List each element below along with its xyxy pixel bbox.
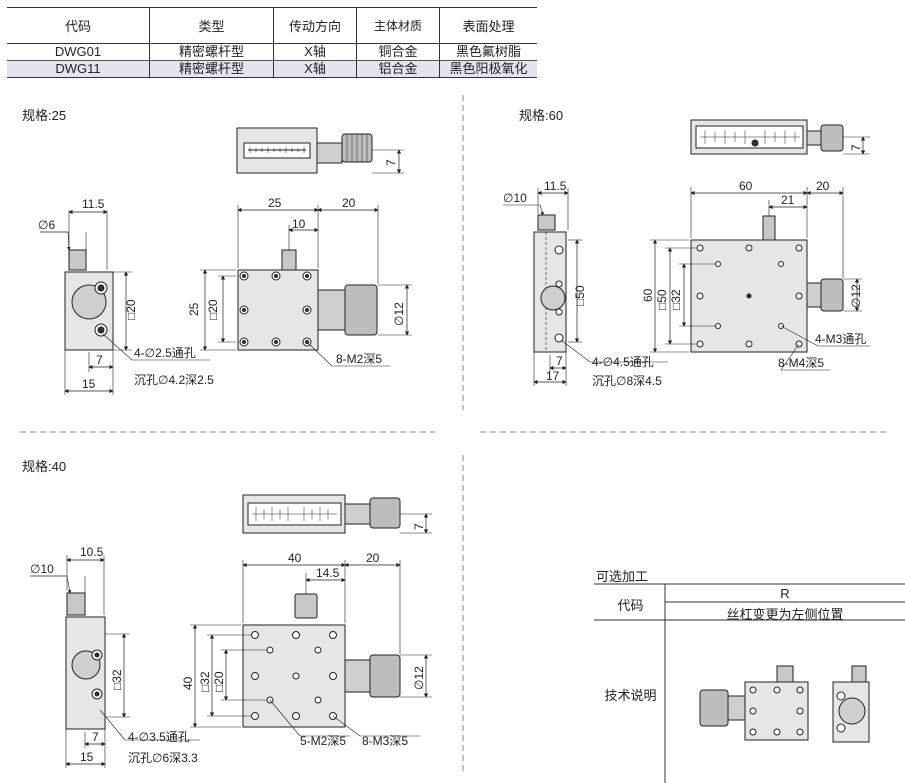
d60-note-counterbore: 沉孔∅8深4.5: [592, 374, 662, 388]
options-code-label: 代码: [617, 598, 644, 613]
d60-top-ext: 20: [816, 179, 830, 193]
d40-front-view: [242, 494, 401, 534]
d40-knob-diameter: ∅12: [412, 666, 426, 690]
d60-top-height: 60: [641, 288, 655, 302]
d25-top-width: 25: [268, 196, 282, 210]
d60-note-tap-2: 8-M4深5: [778, 356, 824, 370]
drawing-spec-40: [30, 494, 432, 768]
options-code-desc: 丝杠变更为左侧位置: [726, 607, 844, 622]
d60-plan-view: [690, 215, 844, 353]
d60-side-b: 17: [546, 369, 560, 383]
d40-side-view: [65, 592, 106, 730]
cell-surface: 黑色阳极氧化: [439, 60, 537, 78]
d40-note-holes: 4-∅3.5通孔: [128, 730, 190, 744]
d60-top-square-2: □32: [669, 289, 683, 310]
cell-direction: X轴: [273, 43, 357, 61]
spec-header-row: 代码 类型 传动方向 主体材质 表面处理: [7, 7, 537, 44]
header-type: 类型: [149, 7, 274, 44]
d25-top-square: □20: [206, 299, 220, 320]
options-illustration: [699, 665, 870, 743]
d40-top-height: 40: [181, 676, 195, 690]
d60-front-view: [690, 119, 844, 155]
d40-top-square-2: □20: [212, 671, 226, 692]
d60-side-height: □50: [573, 285, 587, 306]
header-code: 代码: [7, 7, 150, 44]
d25-side-view: [64, 249, 114, 351]
d40-top-square-1: □32: [198, 671, 212, 692]
options-grid: [594, 583, 905, 783]
d25-note-tap: 8-M2深5: [336, 352, 382, 366]
d40-side-height: □32: [110, 669, 124, 690]
d60-top-width: 60: [739, 179, 753, 193]
spec-label-60: 规格:60: [519, 108, 564, 123]
options-title: 可选加工: [596, 569, 649, 584]
d25-note-holes: 4-∅2.5通孔: [134, 346, 196, 360]
dimension-labels: 11.5 ∅6 □20 7 15 25 20 10 25 □20 ∅12 7 4…: [30, 144, 866, 765]
cell-code: DWG11: [7, 60, 150, 78]
d40-top-offset: 14.5: [316, 566, 340, 580]
spec-label-25: 规格:25: [22, 108, 67, 123]
d60-note-tap-1: 4-M3通孔: [815, 332, 866, 346]
d25-side-a: 7: [96, 353, 103, 367]
drawing-spec-25: [40, 127, 412, 395]
d60-diameter: ∅10: [503, 191, 527, 205]
d25-plan-view: [237, 249, 378, 351]
d40-note-counterbore: 沉孔∅6深3.3: [128, 751, 198, 765]
cell-material: 铜合金: [356, 43, 440, 61]
cell-surface: 黑色氟树脂: [439, 43, 537, 61]
d60-side-view: [533, 214, 567, 353]
spec-table: 代码 类型 传动方向 主体材质 表面处理 DWG01 精密螺杆型 X轴 铜合金 …: [7, 7, 537, 78]
options-tech-label: 技术说明: [604, 688, 657, 703]
d40-note-tap-1: 5-M2深5: [300, 734, 346, 748]
spec-label-40: 规格:40: [22, 459, 67, 474]
header-material: 主体材质: [356, 7, 440, 44]
d60-top-offset: 21: [781, 193, 795, 207]
d25-top-offset: 10: [292, 217, 306, 231]
d25-side-height: □20: [124, 299, 138, 320]
d40-top-width: 40: [288, 551, 302, 565]
d40-side-a: 7: [92, 730, 99, 744]
options-code-value: R: [780, 586, 790, 601]
d60-note-holes: 4-∅4.5通孔: [592, 355, 654, 369]
table-row: DWG01 精密螺杆型 X轴 铜合金 黑色氟树脂: [7, 43, 537, 61]
d40-diameter: ∅10: [30, 562, 54, 576]
d25-knob-diameter: ∅12: [392, 302, 406, 326]
d60-side-a: 7: [556, 354, 563, 368]
d40-side-width: 10.5: [80, 545, 104, 559]
cell-code: DWG01: [7, 43, 150, 61]
cell-type: 精密螺杆型: [149, 60, 274, 78]
d60-thickness: 7: [849, 144, 863, 151]
cell-type: 精密螺杆型: [149, 43, 274, 61]
d40-note-tap-2: 8-M3深5: [362, 734, 408, 748]
d60-side-width: 11.5: [544, 179, 567, 193]
d25-top-height: 25: [187, 302, 201, 316]
d40-thickness: 7: [412, 523, 426, 530]
d25-side-width: 11.5: [82, 197, 105, 211]
header-surface: 表面处理: [439, 7, 537, 44]
d40-top-ext: 20: [366, 551, 380, 565]
d25-side-b: 15: [82, 377, 96, 391]
d25-diameter: ∅6: [38, 218, 55, 232]
d25-note-counterbore: 沉孔∅4.2深2.5: [134, 373, 214, 387]
header-direction: 传动方向: [273, 7, 357, 44]
cell-direction: X轴: [273, 60, 357, 78]
cell-material: 铝合金: [356, 60, 440, 78]
d60-top-square-1: □50: [655, 289, 669, 310]
drawing-spec-60: [503, 119, 870, 386]
table-row: DWG11 精密螺杆型 X轴 铝合金 黑色阳极氧化: [7, 60, 537, 78]
d40-plan-view: [242, 593, 401, 728]
d60-knob-diameter: ∅12: [849, 284, 863, 308]
d40-side-b: 15: [80, 750, 94, 764]
section-dividers: [20, 95, 890, 775]
d25-thickness: 7: [384, 159, 398, 166]
d25-front-view: [236, 127, 373, 174]
d25-top-ext: 20: [342, 196, 356, 210]
